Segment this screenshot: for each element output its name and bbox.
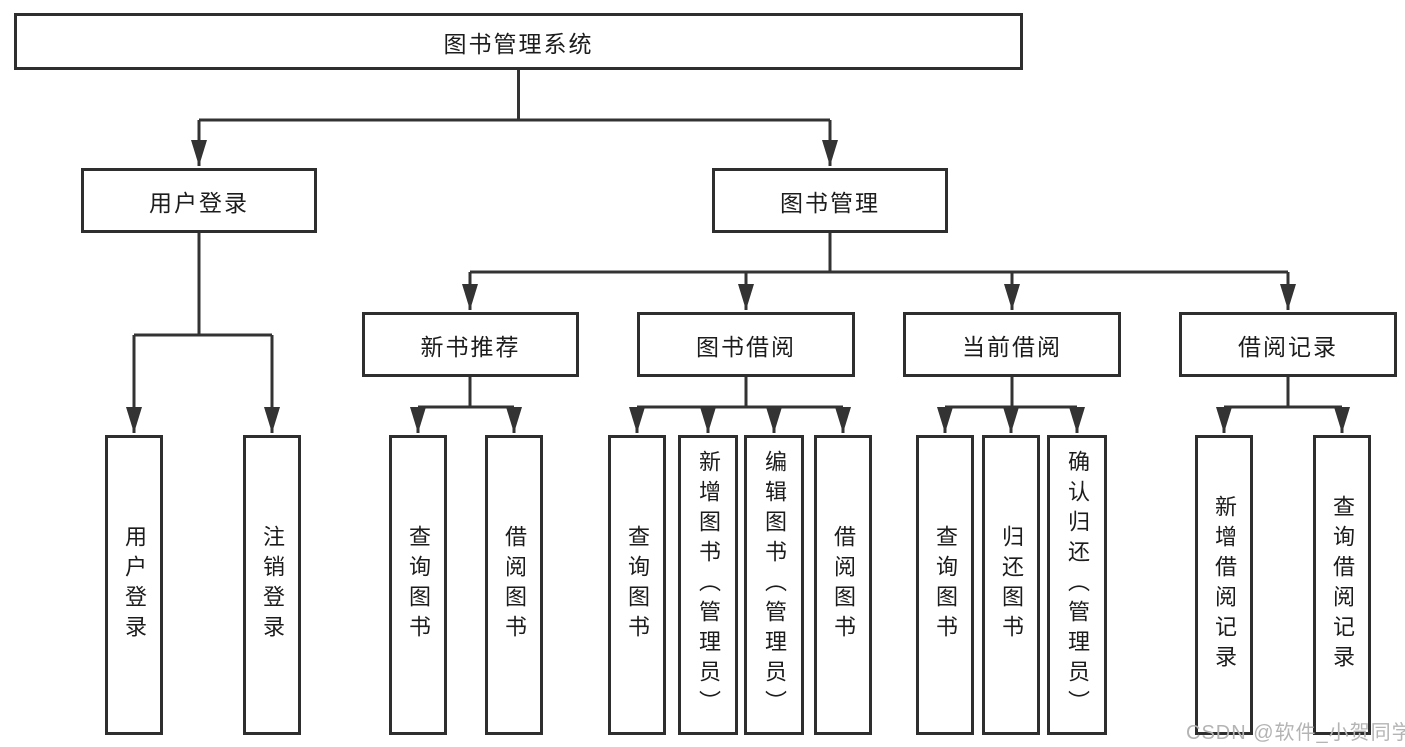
leaf-edit-books-admin: 编辑图书（管理员）	[744, 435, 804, 735]
leaf-add-borrow-record: 新增借阅记录	[1195, 435, 1253, 735]
arrow-down-icon	[1216, 407, 1232, 433]
node-user-login: 用户登录	[81, 168, 317, 233]
arrow-down-icon	[1069, 407, 1085, 433]
arrow-down-icon	[506, 407, 522, 433]
node-root: 图书管理系统	[14, 13, 1023, 70]
arrow-down-icon	[629, 407, 645, 433]
arrow-down-icon	[191, 140, 207, 166]
arrow-down-icon	[1003, 407, 1019, 433]
leaf-query-borrow-record: 查询借阅记录	[1313, 435, 1371, 735]
node-current-borrow: 当前借阅	[903, 312, 1121, 377]
node-book-management: 图书管理	[712, 168, 948, 233]
arrow-down-icon	[937, 407, 953, 433]
connector-path	[132, 69, 1344, 433]
leaf-user-login: 用户登录	[105, 435, 163, 735]
arrow-down-icon	[700, 407, 716, 433]
node-book-borrow: 图书借阅	[637, 312, 855, 377]
leaf-query-books-current: 查询图书	[916, 435, 974, 735]
arrow-down-icon	[1334, 407, 1350, 433]
node-borrow-records: 借阅记录	[1179, 312, 1397, 377]
arrow-down-icon	[822, 140, 838, 166]
leaf-return-books: 归还图书	[982, 435, 1040, 735]
arrow-down-icon	[738, 284, 754, 310]
leaf-borrow-books-recommend: 借阅图书	[485, 435, 543, 735]
arrow-down-icon	[410, 407, 426, 433]
arrow-down-icon	[1004, 284, 1020, 310]
leaf-add-books-admin: 新增图书（管理员）	[678, 435, 738, 735]
leaf-query-books-borrow: 查询图书	[608, 435, 666, 735]
leaf-logout: 注销登录	[243, 435, 301, 735]
leaf-query-books-recommend: 查询图书	[389, 435, 447, 735]
arrow-down-icon	[126, 407, 142, 433]
arrow-down-icon	[462, 284, 478, 310]
leaf-borrow-books: 借阅图书	[814, 435, 872, 735]
arrow-down-icon	[835, 407, 851, 433]
watermark: CSDN @软件_小贺同学	[1186, 722, 1405, 744]
leaf-confirm-return-admin: 确认归还（管理员）	[1047, 435, 1107, 735]
arrow-down-icon	[264, 407, 280, 433]
arrow-down-icon	[766, 407, 782, 433]
node-new-book-recommend: 新书推荐	[362, 312, 579, 377]
arrow-down-icon	[1280, 284, 1296, 310]
